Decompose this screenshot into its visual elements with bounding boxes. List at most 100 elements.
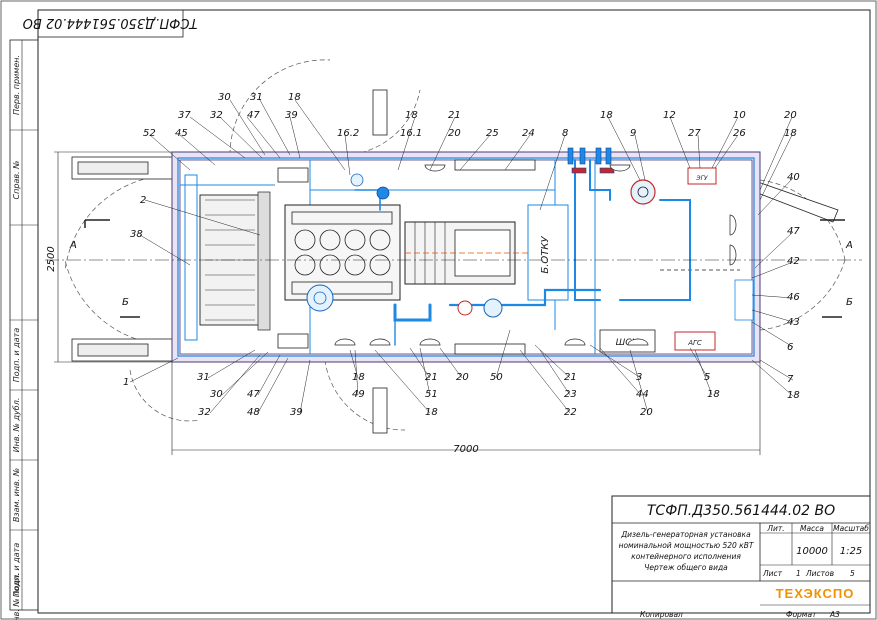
- radiator: [199, 191, 271, 331]
- callout: 2: [140, 195, 146, 206]
- section-b-left: Б: [122, 297, 129, 308]
- callout: 30: [218, 92, 231, 103]
- desc-line-4: Чертеж общего вида: [644, 563, 728, 572]
- callout: 46: [787, 292, 800, 303]
- callout: 37: [178, 110, 191, 121]
- air-vents: [277, 159, 536, 355]
- fuel-tank: Б.ОТКУ: [527, 204, 569, 301]
- format-value: А3: [829, 610, 840, 619]
- stamp-vzam: Взам. инв. №: [12, 468, 21, 522]
- door-panels: [71, 89, 839, 434]
- callout: 21: [564, 372, 577, 383]
- stamp-podp-1: Подп. и дата: [12, 328, 21, 383]
- callout: 44: [636, 389, 649, 400]
- shn-label: ШСН: [616, 338, 639, 348]
- rotated-code-text: ТСФП.Д350.561444.02 ВО: [23, 15, 198, 30]
- callout: 31: [250, 92, 263, 103]
- callout: 45: [175, 128, 188, 139]
- section-b-right: Б: [846, 297, 853, 308]
- header-scale: Масштаб: [833, 524, 869, 533]
- callout: 38: [130, 229, 143, 240]
- sheets-label: Листов: [805, 569, 834, 578]
- leader-lines: [129, 99, 794, 414]
- diesel-engine: [284, 204, 401, 312]
- callout: 42: [787, 256, 800, 267]
- ags-label: АГС: [687, 339, 702, 347]
- callout: 23: [564, 389, 577, 400]
- callout: 3: [636, 372, 642, 383]
- company-logo: ТЕХЭКСПО: [776, 586, 855, 601]
- scale-value: 1:25: [840, 546, 862, 557]
- stamp-perv: Перв. примен.: [12, 55, 21, 115]
- fuel-tank-label: Б.ОТКУ: [540, 235, 551, 273]
- header-mass: Масса: [800, 524, 824, 533]
- callout: 48: [247, 407, 260, 418]
- side-stamp: Перв. примен. Справ. № Подп. и дата Инв.…: [9, 39, 39, 620]
- callouts-right: 40 47 42 46 43 6 7 18: [787, 172, 800, 401]
- doc-code: ТСФП.Д350.561444.02 ВО: [647, 503, 835, 519]
- dimension-length: 7000: [453, 444, 478, 455]
- title-block: [611, 495, 871, 614]
- callout: 1: [123, 377, 129, 388]
- section-a-left: А: [69, 240, 77, 251]
- callout: 21: [448, 110, 461, 121]
- ceiling-lights: [334, 164, 737, 346]
- section-lines: [45, 219, 862, 318]
- dimension-lines: [54, 151, 761, 455]
- callout: 47: [787, 226, 800, 237]
- callouts-left: 2 38 1: [123, 195, 146, 388]
- callout: 20: [784, 110, 797, 121]
- format-label: Формат: [786, 610, 817, 619]
- sheet-label: Лист: [762, 569, 783, 578]
- callout: 47: [247, 389, 260, 400]
- desc-line-2: номинальной мощностью 520 кВТ: [619, 541, 755, 550]
- callout: 51: [425, 389, 438, 400]
- callout: 32: [198, 407, 211, 418]
- rotated-code-box: [37, 9, 184, 38]
- callout: 39: [285, 110, 298, 121]
- electrical-cabinets: ШСН АГС ЭГУ: [599, 167, 754, 353]
- callout: 20: [448, 128, 461, 139]
- stamp-sprav: Справ. №: [12, 161, 21, 200]
- section-a-right: А: [845, 240, 853, 251]
- callout: 18: [600, 110, 613, 121]
- callout: 20: [456, 372, 469, 383]
- callout: 6: [787, 342, 793, 353]
- egu-label: ЭГУ: [695, 175, 708, 182]
- callout: 18: [405, 110, 418, 121]
- header-lit: Лит.: [766, 524, 784, 533]
- callout: 16.2: [337, 128, 359, 139]
- callout: 20: [640, 407, 653, 418]
- sheets-num: 5: [850, 569, 855, 578]
- sheet-num: 1: [796, 569, 801, 578]
- desc-line-1: Дизель-генераторная установка: [620, 530, 751, 539]
- valves: [567, 147, 615, 174]
- callout: 25: [486, 128, 499, 139]
- callout: 49: [352, 389, 365, 400]
- callout: 47: [247, 110, 260, 121]
- callout: 52: [143, 128, 156, 139]
- callout: 22: [564, 407, 577, 418]
- callout: 18: [288, 92, 301, 103]
- callout: 9: [630, 128, 636, 139]
- stamp-inv-dubl: Инв. № дубл.: [12, 398, 21, 453]
- mass-value: 10000: [796, 546, 828, 557]
- callout: 12: [663, 110, 676, 121]
- callout: 32: [210, 110, 223, 121]
- callout: 40: [787, 172, 800, 183]
- callout: 18: [425, 407, 438, 418]
- callout: 39: [290, 407, 303, 418]
- generator: [404, 221, 560, 285]
- callout: 26: [733, 128, 746, 139]
- dimension-width: 2500: [46, 246, 57, 271]
- desc-line-3: контейнерного исполнения: [631, 552, 741, 561]
- callouts-bottom: 31 30 32 47 48 39 18 49 18 21 51 20 50 2…: [197, 372, 720, 418]
- callout: 50: [490, 372, 503, 383]
- callout: 10: [733, 110, 746, 121]
- callouts-top: 30 31 18 37 32 47 39 52 45 16.2 18 16.1 …: [143, 92, 797, 139]
- callout: 16.1: [400, 128, 422, 139]
- callout: 7: [787, 374, 794, 385]
- interior-layout: [180, 160, 740, 354]
- callout: 5: [704, 372, 710, 383]
